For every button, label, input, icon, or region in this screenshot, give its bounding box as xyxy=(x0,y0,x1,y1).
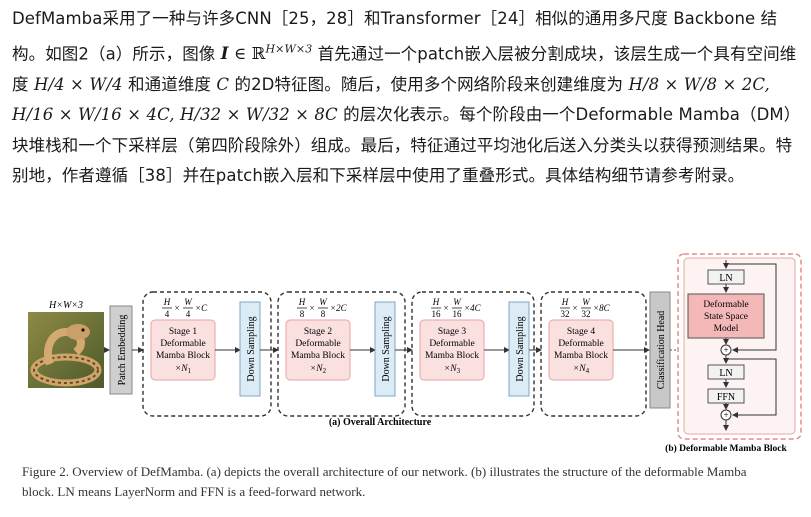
dssm-box xyxy=(687,293,765,339)
stage-dim-c: ×4C xyxy=(464,303,482,313)
input-size-label: H×W×3 xyxy=(48,300,83,311)
stage-block-line-1: Deformable xyxy=(295,338,340,349)
stage-dim-w: W xyxy=(319,297,328,307)
dim-math-2: H/8 × W/8 × 2C, xyxy=(628,74,770,94)
stage-block-line-2: Mamba Block xyxy=(156,351,210,361)
down-sampling-box-1 xyxy=(239,301,261,397)
stage-repeat-count: ×N2 xyxy=(310,364,327,375)
dim-math-3: H/16 × W/16 × 4C, xyxy=(12,105,175,124)
stage-dim-c: ×8C xyxy=(593,303,611,313)
caption-line-2: block. LN means LayerNorm and FFN is a f… xyxy=(22,484,366,499)
down-sampling-label: Down Sampling xyxy=(381,316,392,381)
svg-text:LN: LN xyxy=(719,368,732,379)
paragraph-text-5: 的层次化表示。每个阶段由一个Deformable Mamba（DM）块堆栈和一个… xyxy=(12,105,801,185)
svg-text:FFN: FFN xyxy=(717,392,735,403)
down-sampling-label: Down Sampling xyxy=(246,316,257,381)
stage-block-line-2: Mamba Block xyxy=(554,351,608,361)
classification-head-label: Classification Head xyxy=(656,311,667,390)
stage-dim-w: W xyxy=(453,297,462,307)
down-sampling-box-2 xyxy=(374,301,396,397)
svg-text:LN: LN xyxy=(719,273,732,284)
stage-title: Stage 3 xyxy=(438,327,466,337)
paragraph-text-3: 和通道维度 xyxy=(128,74,212,94)
stage-dim-w-divisor: 8 xyxy=(321,309,326,319)
stage-repeat-count: ×N4 xyxy=(573,364,590,375)
overall-architecture-caption: (a) Overall Architecture xyxy=(329,417,432,428)
plus-icon: + xyxy=(723,345,728,355)
stage-dim-w: W xyxy=(184,297,193,307)
paragraph-text-2: 首先通过一个patch嵌入层被分割成块，该层生成一个具有空间维度 xyxy=(12,44,797,94)
stage-group-4 xyxy=(540,291,647,417)
down-sampling-label: Down Sampling xyxy=(515,316,526,381)
stage-dim-w: W xyxy=(582,297,591,307)
deformable-mamba-block: LN Deformable State Space Model + LN FFN… xyxy=(677,253,802,440)
stage-dim-w-divisor: 4 xyxy=(186,309,191,319)
svg-text:Model: Model xyxy=(714,324,739,334)
stage-title: Stage 2 xyxy=(304,327,332,337)
stage-dim-h-divisor: 32 xyxy=(561,309,570,319)
patch-embedding-label: Patch Embedding xyxy=(117,315,128,386)
stage-dim-h: H xyxy=(163,297,171,307)
paragraph-text-1: DefMamba采用了一种与许多CNN［25，28］和Transformer［2… xyxy=(12,9,778,63)
dim-math-1: H/4 × W/4 xyxy=(33,74,123,94)
image-math: I ∈ ℝH×W×3 xyxy=(220,42,313,64)
input-snake-image xyxy=(28,312,104,388)
stage-dim-c: ×C xyxy=(195,303,208,313)
stage-dim-h: H xyxy=(298,297,306,307)
paragraph-text-4: 的2D特征图。随后，使用多个网络阶段来创建维度为 xyxy=(234,74,624,94)
times-sign: × xyxy=(174,303,179,313)
times-sign: × xyxy=(309,303,314,313)
caption-line-1: Figure 2. Overview of DefMamba. (a) depi… xyxy=(22,464,747,479)
stage-title: Stage 4 xyxy=(567,327,595,337)
stage-group-1 xyxy=(142,291,272,417)
stage-dim-h-divisor: 4 xyxy=(165,309,170,319)
times-sign: × xyxy=(572,303,577,313)
dim-math-4: H/32 × W/32 × 8C xyxy=(179,105,338,124)
stage-title: Stage 1 xyxy=(169,327,197,337)
figure-caption: Figure 2. Overview of DefMamba. (a) depi… xyxy=(22,462,802,502)
stage-block-line-2: Mamba Block xyxy=(425,351,479,361)
stage-group-2 xyxy=(277,291,406,417)
stage-group-3 xyxy=(411,291,535,417)
stage-repeat-count: ×N3 xyxy=(444,364,461,375)
stage-dim-w-divisor: 16 xyxy=(453,309,463,319)
stage-dim-h: H xyxy=(432,297,440,307)
stage-dim-w-divisor: 32 xyxy=(582,309,591,319)
plus-icon: + xyxy=(723,410,728,420)
block-caption: (b) Deformable Mamba Block xyxy=(665,443,787,454)
stage-repeat-count: ×N1 xyxy=(175,364,192,375)
stage-block-line-2: Mamba Block xyxy=(291,351,345,361)
svg-text:State Space: State Space xyxy=(704,312,748,322)
stage-dim-h: H xyxy=(561,297,569,307)
stage-dim-c: ×2C xyxy=(330,303,348,313)
stage-dim-h-divisor: 16 xyxy=(432,309,442,319)
stage-block-line-1: Deformable xyxy=(160,338,205,349)
channel-math: C xyxy=(216,74,230,94)
stage-block-line-1: Deformable xyxy=(429,338,474,349)
down-sampling-box-3 xyxy=(508,301,530,397)
body-paragraph: DefMamba采用了一种与许多CNN［25，28］和Transformer［2… xyxy=(12,4,802,192)
stage-dim-h-divisor: 8 xyxy=(300,309,305,319)
times-sign: × xyxy=(443,303,448,313)
stage-block-line-1: Deformable xyxy=(558,338,603,349)
svg-text:Deformable: Deformable xyxy=(703,299,748,310)
